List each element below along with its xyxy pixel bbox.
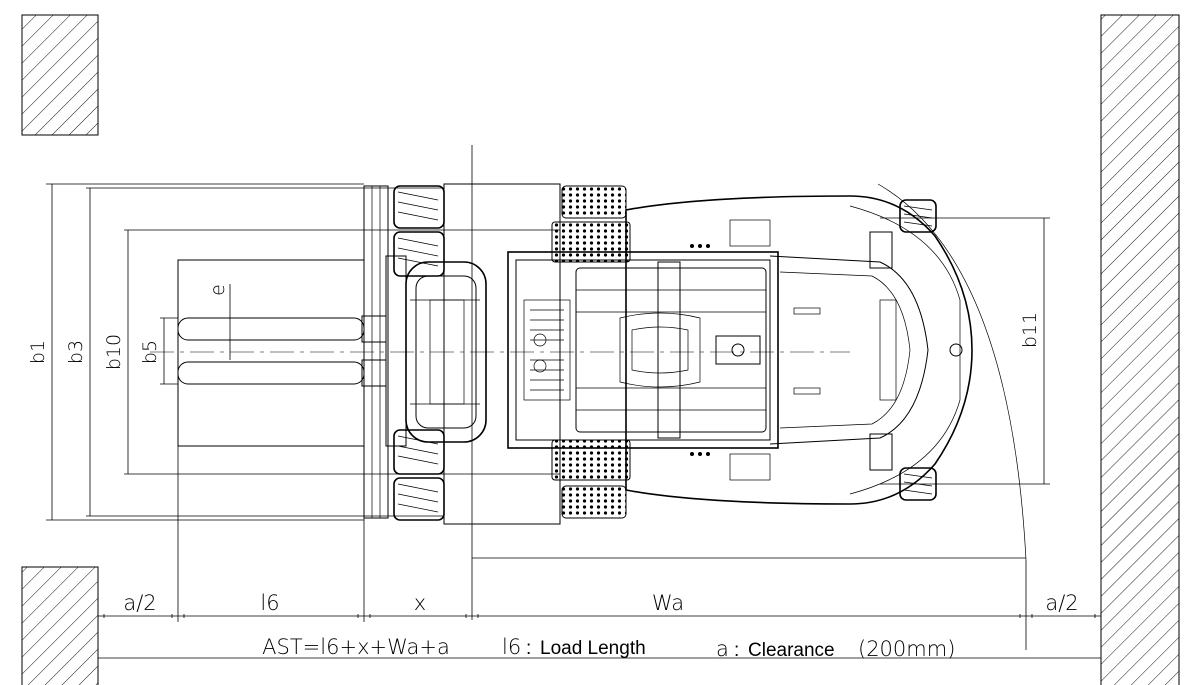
steps	[551, 185, 631, 519]
front-tires	[393, 185, 445, 521]
label-e: e	[207, 284, 229, 296]
label-b11: b11	[1019, 312, 1041, 348]
wall-bottom-left	[21, 566, 99, 685]
label-b3: b3	[65, 340, 87, 364]
overhead-guard	[507, 251, 779, 449]
legend-colon-2: :	[734, 640, 739, 661]
legend-colon-1: :	[526, 638, 531, 659]
forks	[177, 315, 387, 387]
label-a2-right: a/2	[1045, 591, 1078, 615]
label-b1: b1	[27, 340, 49, 364]
formula-ast: AST=l6+x+Wa+a	[262, 635, 450, 659]
label-wa: Wa	[652, 591, 684, 615]
width-dimensions	[46, 183, 560, 521]
wall-top-left	[21, 14, 99, 136]
counterweight	[625, 195, 973, 505]
label-b10: b10	[103, 334, 125, 370]
wall-right	[1100, 14, 1180, 685]
label-a2-left: a/2	[123, 591, 156, 615]
length-dimensions	[98, 614, 1101, 659]
legend-l6-text: Load Length	[540, 638, 646, 659]
legend-a-value: (200mm)	[858, 637, 955, 661]
front-axle	[405, 183, 561, 525]
legend-l6-symbol: l6	[502, 635, 521, 659]
label-x: x	[414, 591, 426, 615]
legend-a-symbol: a	[716, 637, 729, 661]
label-b5: b5	[139, 340, 161, 364]
reference-lines	[97, 145, 1102, 665]
legend-a-text: Clearance	[748, 640, 835, 661]
b11-dimension	[880, 217, 1050, 485]
label-l6: l6	[260, 591, 279, 615]
hydraulics	[523, 299, 571, 401]
turning-radius-arc	[877, 183, 1027, 561]
load-outline	[177, 259, 365, 447]
